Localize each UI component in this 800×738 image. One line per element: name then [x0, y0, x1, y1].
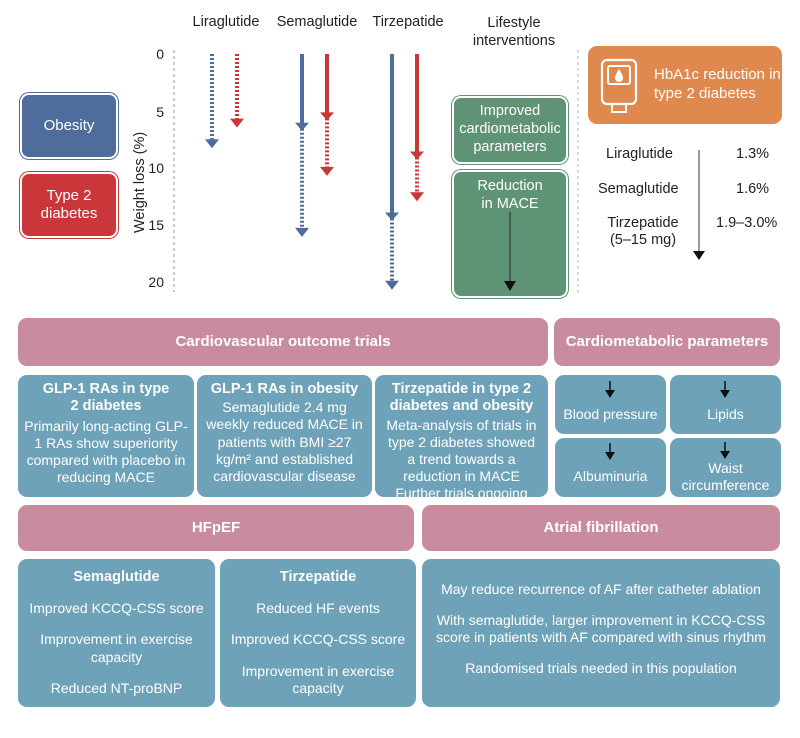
cvot-panel-title: Tirzepatide in type 2 diabetes and obesi… — [389, 381, 534, 415]
arrow-head-type-2-diabetes-tirzepatide — [410, 192, 424, 202]
y-tick-label: 0 — [156, 46, 164, 62]
down-arrow-icon — [605, 443, 615, 460]
arrow-head-type-2-diabetes-semaglutide — [320, 166, 334, 176]
cvot-panel-glp1-obesity: GLP-1 RAs in obesity Semaglutide 2.4 mg … — [197, 375, 372, 497]
section-cardiometabolic-parameters: Cardiometabolic parameters — [554, 318, 780, 366]
hba1c-header: HbA1c reduction in type 2 diabetes — [588, 46, 782, 124]
cvot-panel-text: Semaglutide 2.4 mg weekly reduced MACE i… — [206, 399, 363, 484]
hfpef-panel-item: Improved KCCQ-CSS score — [230, 631, 406, 648]
hba1c-drug-semaglutide: Semaglutide — [598, 181, 679, 197]
hfpef-panel-item: Improvement in exercise capacity — [40, 631, 193, 665]
hba1c-value-semaglutide: 1.6% — [736, 181, 770, 197]
y-tick-label: 5 — [156, 104, 164, 120]
hfpef-panel-semaglutide: Semaglutide Improved KCCQ-CSS score Impr… — [18, 559, 215, 707]
down-arrow-icon — [605, 381, 615, 398]
hba1c-drug-liraglutide: Liraglutide — [606, 146, 673, 162]
cardiometabolic-waist-circumference: Waist circumference — [670, 438, 781, 497]
column-label-tirzepatide: Tirzepatide — [372, 14, 444, 30]
arrow-head-obesity-tirzepatide — [385, 280, 399, 290]
lifestyle-improved-label: Improved cardiometabolic parameters — [459, 103, 561, 155]
hfpef-panel-item: Improved KCCQ-CSS score — [29, 600, 204, 617]
condition-obesity: Obesity — [20, 93, 118, 159]
hba1c-value-liraglutide: 1.3% — [736, 146, 770, 162]
down-arrow-icon — [720, 442, 730, 459]
lifestyle-mace-label: Reduction in MACE — [477, 178, 543, 212]
hfpef-panel-title: Tirzepatide — [279, 569, 357, 585]
arrow-head-obesity-semaglutide — [295, 227, 309, 237]
hfpef-panel-item: Reduced NT-proBNP — [50, 679, 183, 696]
glucose-meter-icon — [600, 58, 638, 113]
mace-arrow — [504, 212, 516, 291]
cardiometabolic-albuminuria: Albuminuria — [555, 438, 666, 497]
hba1c-title: HbA1c reduction in type 2 diabetes — [654, 66, 781, 102]
column-label-liraglutide: Liraglutide — [192, 14, 260, 30]
cardiometabolic-label: Blood pressure — [563, 406, 658, 422]
section-atrial-fibrillation: Atrial fibrillation — [422, 505, 780, 551]
condition-type2-diabetes: Type 2 diabetes — [20, 172, 118, 238]
mace-arrow-tip — [504, 281, 516, 291]
hfpef-panel-tirzepatide: Tirzepatide Reduced HF events Improved K… — [220, 559, 416, 707]
cvot-panel-text: Primarily long-acting GLP-1 RAs show sup… — [24, 417, 188, 486]
down-arrow-icon — [720, 381, 730, 398]
section-cvot-label: Cardiovascular outcome trials — [175, 332, 391, 350]
af-panel-item: Randomised trials needed in this populat… — [465, 660, 737, 677]
af-panel-item: May reduce recurrence of AF after cathet… — [441, 581, 761, 597]
hfpef-panel-item: Improvement in exercise capacity — [241, 662, 395, 696]
section-hfpef: HFpEF — [18, 505, 414, 551]
cvot-panel-text: Meta-analysis of trials in type 2 diabet… — [386, 416, 537, 485]
af-panel: May reduce recurrence of AF after cathet… — [422, 559, 780, 707]
cardiometabolic-label: Albuminuria — [573, 468, 648, 484]
hba1c-arrow-head — [693, 251, 705, 260]
arrow-head-obesity-liraglutide — [205, 139, 219, 149]
hfpef-panel-title: Semaglutide — [73, 569, 160, 585]
arrow-midhead-type-2-diabetes-semaglutide — [320, 112, 334, 121]
section-hfpef-label: HFpEF — [191, 518, 241, 536]
section-af-label: Atrial fibrillation — [543, 518, 659, 536]
cvot-panel-glp1-t2d: GLP-1 RAs in type 2 diabetes Primarily l… — [18, 375, 194, 497]
y-tick-label: 10 — [148, 160, 164, 176]
cardiometabolic-label: Waist circumference — [681, 460, 770, 493]
chart-marks — [205, 54, 424, 290]
arrow-midhead-obesity-semaglutide — [295, 122, 309, 131]
column-label-lifestyle: Lifestyle interventions — [472, 15, 556, 50]
cardiometabolic-blood-pressure: Blood pressure — [555, 375, 666, 434]
condition-type2-label: Type 2 diabetes — [40, 186, 98, 222]
af-panel-item: With semaglutide, larger improvement in … — [436, 612, 766, 646]
y-tick-label: 20 — [148, 274, 164, 290]
cardiometabolic-lipids: Lipids — [670, 375, 781, 434]
cvot-panel-title: GLP-1 RAs in type 2 diabetes — [42, 381, 170, 415]
arrow-midhead-obesity-tirzepatide — [385, 212, 399, 221]
hba1c-value-tirzepatide: 1.9–3.0% — [716, 215, 778, 231]
hba1c-drug-tirzepatide: Tirzepatide (5–15 mg) — [607, 215, 679, 249]
hfpef-panel-item: Reduced HF events — [256, 600, 380, 617]
cardiometabolic-label: Lipids — [707, 406, 744, 422]
section-cardiovascular-outcome-trials: Cardiovascular outcome trials — [18, 318, 548, 366]
arrow-head-type-2-diabetes-liraglutide — [230, 118, 244, 128]
section-cardiometabolic-label: Cardiometabolic parameters — [565, 332, 769, 350]
arrow-midhead-type-2-diabetes-tirzepatide — [410, 151, 424, 160]
y-tick-label: 15 — [148, 217, 164, 233]
cvot-panel-tirzepatide: Tirzepatide in type 2 diabetes and obesi… — [375, 375, 548, 501]
condition-obesity-label: Obesity — [43, 116, 95, 134]
column-label-semaglutide: Semaglutide — [276, 14, 358, 30]
cvot-panel-title: GLP-1 RAs in obesity — [210, 381, 359, 397]
lifestyle-improved-cardiometabolic: Improved cardiometabolic parameters — [452, 96, 568, 164]
cvot-panel-text-2: Further trials ongoing — [395, 485, 528, 502]
